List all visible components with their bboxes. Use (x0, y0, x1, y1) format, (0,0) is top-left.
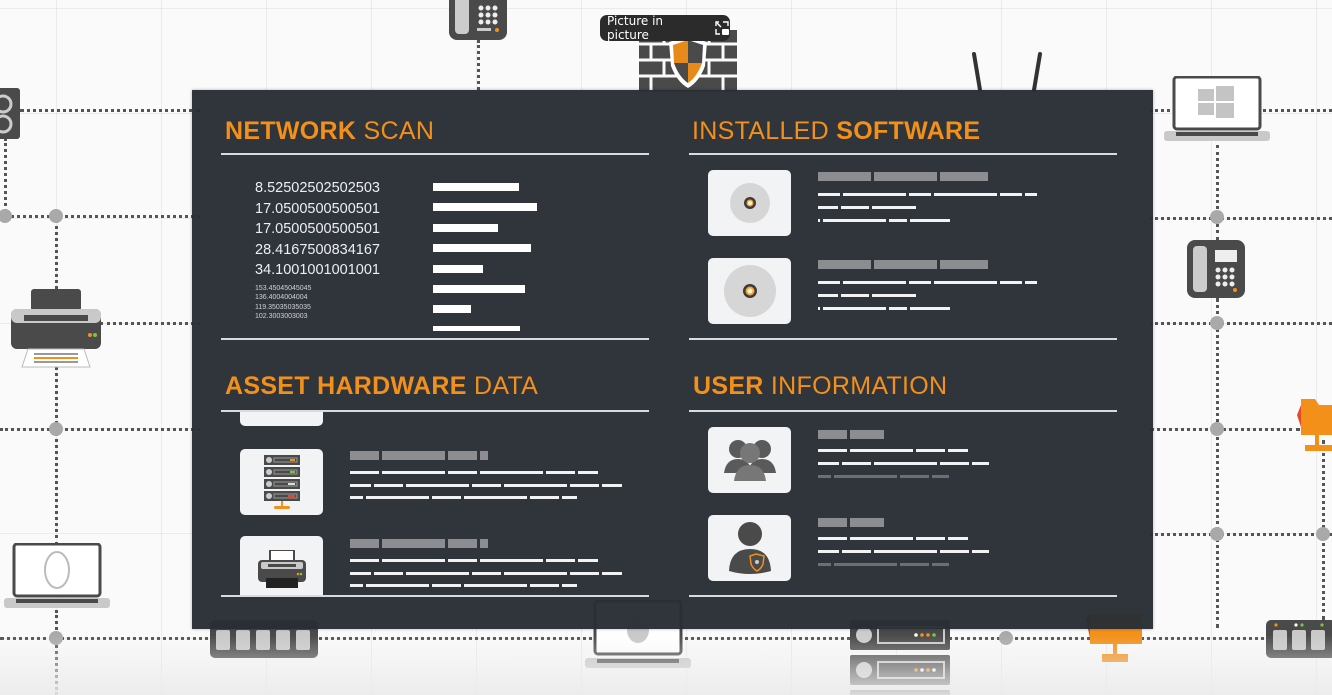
network-node (1316, 527, 1330, 541)
scan-bar (433, 223, 498, 232)
installed-software-section: INSTALLED SOFTWARE (672, 90, 1153, 350)
network-link (0, 428, 200, 431)
user-group-icon (723, 440, 776, 481)
scan-bars (433, 183, 537, 343)
printer-icon (257, 550, 306, 588)
network-link (1150, 428, 1300, 431)
scan-bar (433, 325, 520, 331)
title-light: SCAN (363, 117, 435, 145)
network-node (1210, 422, 1224, 436)
linux-laptop-icon (4, 543, 110, 608)
network-folder-icon (1297, 399, 1332, 451)
section-divider (221, 595, 649, 597)
network-link (0, 215, 200, 218)
scan-bar (433, 203, 537, 212)
software-item-card[interactable] (708, 170, 791, 236)
video-frame-panel: NETWORK SCAN 8.52502502502503 17.0500500… (192, 90, 1153, 629)
section-divider (221, 410, 649, 412)
section-title: ASSET HARDWARE DATA (225, 372, 538, 401)
network-link (477, 40, 480, 90)
scan-value: 34.1001001001001 (255, 262, 380, 278)
section-divider (221, 153, 649, 155)
network-link (55, 360, 58, 545)
section-title: NETWORK SCAN (225, 117, 434, 146)
network-link (20, 109, 200, 112)
user-item-card[interactable] (708, 427, 791, 493)
scan-value-small: 136.4004004004 (255, 294, 308, 302)
title-light: DATA (473, 372, 539, 400)
network-link (1216, 145, 1219, 240)
network-node (1210, 210, 1224, 224)
hardware-item-card[interactable] (240, 449, 323, 515)
desk-phone-icon (1187, 240, 1245, 298)
scan-value: 17.0500500500501 (255, 200, 380, 217)
network-node (49, 422, 63, 436)
section-title: INSTALLED SOFTWARE (692, 117, 980, 146)
network-node (49, 209, 63, 223)
admin-user-icon (728, 522, 771, 574)
pip-exit-icon[interactable] (714, 20, 730, 36)
hardware-item-card[interactable] (240, 536, 323, 596)
section-divider (689, 410, 1117, 412)
scan-value-small: 153.45045045045 (255, 284, 312, 292)
title-light: INSTALLED (692, 117, 830, 145)
title-light: INFORMATION (770, 372, 948, 400)
scan-value: 8.52502502502503 (255, 180, 380, 196)
network-link (1150, 322, 1332, 325)
scan-value: 28.4167500834167 (255, 241, 380, 258)
section-divider (689, 595, 1117, 597)
section-divider (689, 153, 1117, 155)
network-link (100, 322, 200, 325)
network-link (1150, 217, 1332, 220)
network-scan-section: NETWORK SCAN 8.52502502502503 17.0500500… (192, 90, 672, 350)
picture-in-picture-tooltip[interactable]: Picture in picture (600, 14, 730, 42)
title-bold: ASSET HARDWARE (225, 372, 467, 400)
network-node (1210, 316, 1224, 330)
pip-label: Picture in picture (607, 14, 664, 42)
network-node (1210, 527, 1224, 541)
scan-value-small: 102.3003003003 (255, 313, 308, 321)
scan-bar (433, 183, 519, 191)
hardware-item-card-partial (240, 411, 323, 426)
user-information-section: USER INFORMATION (672, 350, 1153, 629)
scan-bar (433, 264, 483, 273)
disc-icon (723, 265, 776, 317)
disc-icon (729, 183, 770, 223)
scan-value-small: 119.35035035035 (255, 303, 311, 311)
scan-bar (433, 284, 525, 293)
router-icon (972, 52, 1042, 92)
network-link (55, 215, 58, 295)
title-bold: NETWORK (225, 117, 357, 145)
scan-bar (433, 244, 531, 253)
server-rack-icon (263, 455, 300, 509)
software-item-card[interactable] (708, 258, 791, 324)
section-title: USER INFORMATION (693, 372, 947, 401)
windows-laptop-icon (1164, 76, 1270, 141)
title-bold: SOFTWARE (836, 117, 981, 145)
title-bold: USER (693, 372, 764, 400)
network-link (4, 138, 7, 218)
network-link (1216, 298, 1219, 628)
section-divider (689, 338, 1117, 340)
asset-hardware-section: ASSET HARDWARE DATA (192, 350, 672, 629)
network-link (1150, 533, 1332, 536)
scan-values: 8.52502502502503 17.0500500500501 17.050… (255, 178, 380, 322)
bottom-fade (0, 635, 1332, 695)
section-divider (221, 338, 649, 340)
scan-bar (433, 305, 471, 314)
printer-icon (11, 289, 101, 368)
scan-value: 17.0500500500501 (255, 221, 380, 237)
speaker-icon (0, 88, 20, 139)
network-node (0, 209, 12, 223)
desk-phone-icon (449, 0, 507, 40)
user-item-card[interactable] (708, 515, 791, 581)
